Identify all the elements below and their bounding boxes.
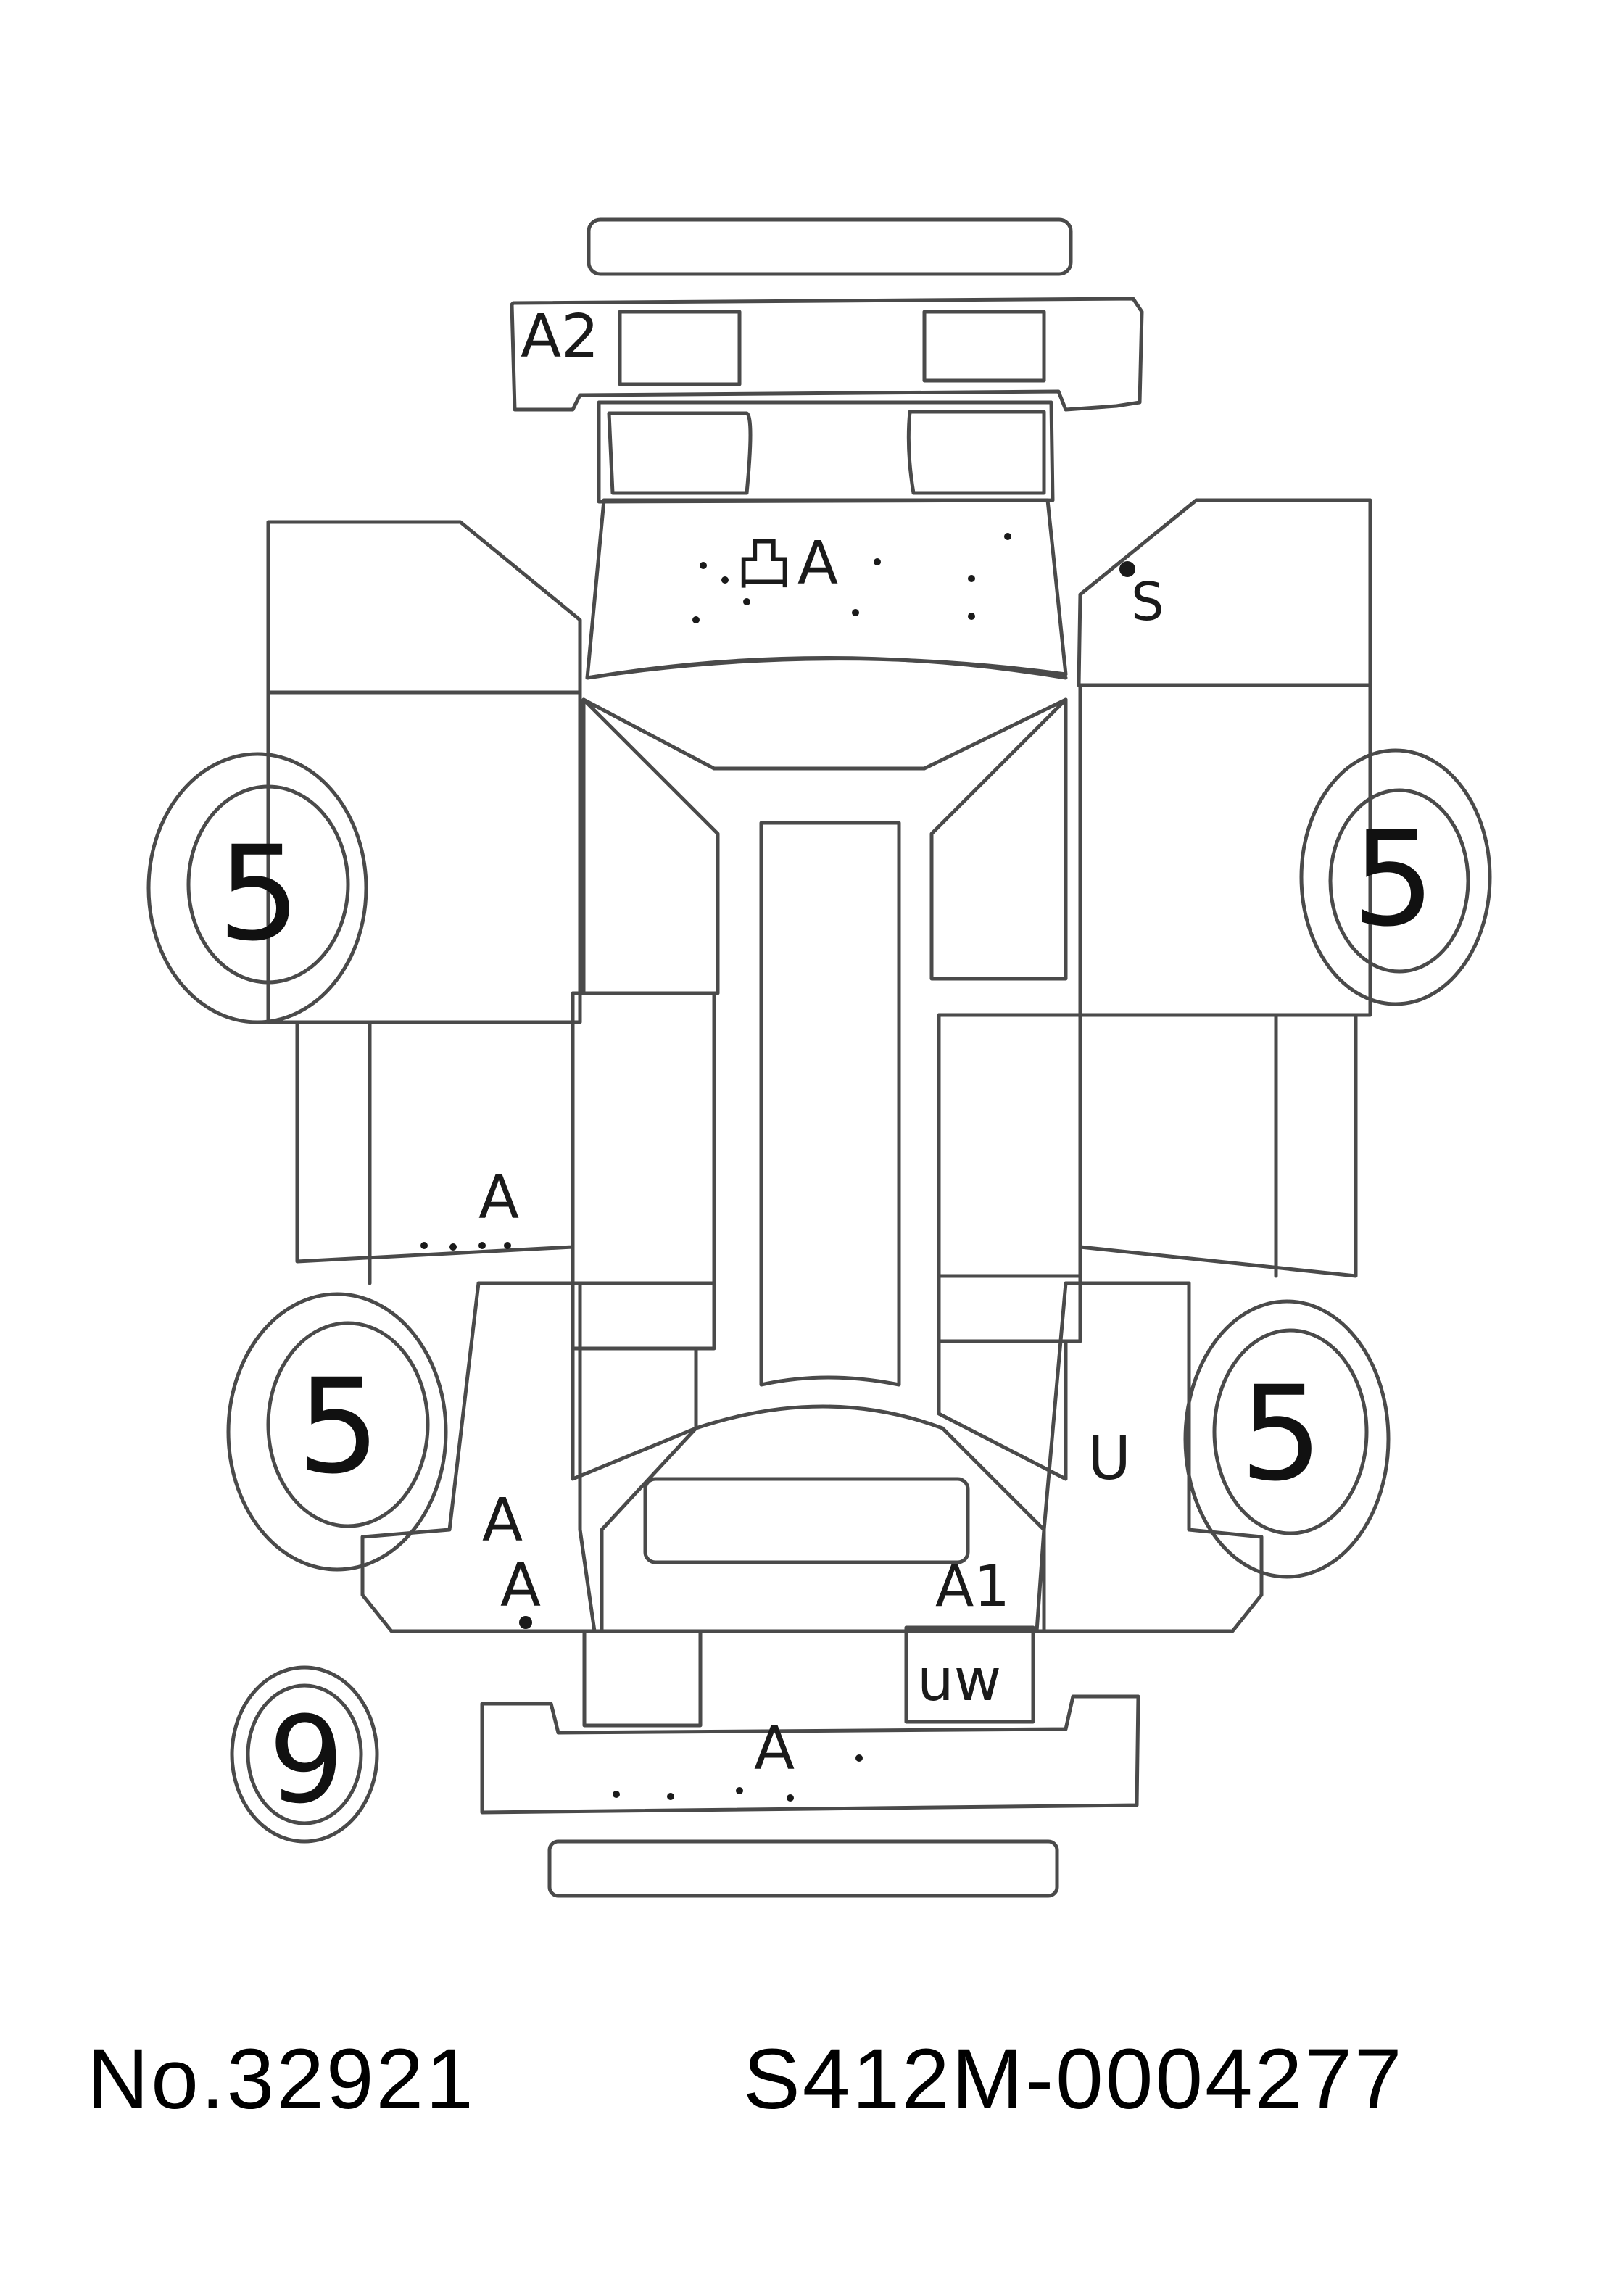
mark-right-front-light: A1 — [935, 1554, 1010, 1620]
right-side-body — [1078, 1013, 1358, 1278]
right-rear-quarter — [1077, 498, 1372, 687]
front-lamp-left — [582, 1629, 703, 1728]
lot-number: No.32921 — [87, 2031, 476, 2127]
front-bumper-dots — [613, 1754, 863, 1802]
tire-front-right: 5 — [1183, 1299, 1391, 1579]
mark-left-rear-upper: A — [482, 1486, 523, 1555]
tire-front-right-grade: 5 — [1240, 1359, 1323, 1510]
mark-left-side: A — [478, 1164, 519, 1232]
left-side-dots — [420, 1242, 511, 1251]
tire-rear-left: 5 — [146, 752, 368, 1024]
left-pillar — [581, 697, 720, 995]
right-pillar — [929, 697, 1068, 981]
mark-hood: A — [798, 529, 838, 598]
mark-left-rear-lower: A — [500, 1551, 541, 1620]
tire-rear-left-grade: 5 — [218, 818, 301, 970]
left-lower-panel — [571, 1346, 698, 1481]
hood-dent-dots — [692, 533, 1011, 623]
tire-rear-right: 5 — [1299, 748, 1492, 1006]
left-door-rear — [571, 1281, 716, 1351]
left-rear-dot — [519, 1616, 532, 1629]
chassis-number: S412M-0004277 — [743, 2031, 1404, 2127]
left-side-body — [295, 1020, 575, 1264]
right-door-front — [937, 1013, 1082, 1278]
mark-hood-kanji: 凸 — [736, 532, 792, 597]
front-grille — [643, 1477, 970, 1564]
front-lamp-right — [904, 1625, 1035, 1724]
rear-lamp-right — [922, 310, 1046, 383]
tire-front-left-grade: 5 — [297, 1351, 381, 1503]
tire-front-left: 5 — [226, 1292, 448, 1572]
front-hood-outline — [600, 1404, 1046, 1633]
right-fender-dot — [1119, 561, 1135, 577]
left-door-front — [571, 991, 716, 1285]
rear-window-right — [906, 410, 1046, 495]
windshield-line — [585, 656, 1068, 680]
tire-rear-right-grade: 5 — [1352, 804, 1436, 956]
mark-right-rear: U — [1088, 1425, 1131, 1493]
left-side-upper — [266, 690, 582, 1024]
roof-center — [759, 821, 901, 1387]
left-front-corner — [360, 1281, 597, 1633]
roof-outline-left — [581, 697, 1068, 771]
rear-bumper-outer — [587, 217, 1073, 276]
right-front-corner — [1035, 1281, 1264, 1633]
spare-tire-grade: 9 — [268, 1691, 344, 1830]
front-bumper — [480, 1694, 1140, 1815]
mark-right-front-light-extra: uw — [917, 1646, 1001, 1714]
left-rear-quarter — [266, 520, 582, 695]
rear-window-left — [607, 411, 753, 495]
rear-gate — [597, 400, 1055, 504]
spare-tire: 9 — [230, 1665, 379, 1844]
right-door-rear — [937, 1274, 1082, 1343]
rear-bumper — [510, 297, 1144, 412]
mark-right-fender: S — [1131, 571, 1164, 632]
mark-rear-bumper: A2 — [521, 302, 599, 371]
right-lower-panel — [937, 1339, 1068, 1481]
front-bumper-lower — [547, 1839, 1059, 1898]
mark-front-bumper: A — [754, 1715, 795, 1783]
rear-lamp-left — [618, 310, 742, 386]
